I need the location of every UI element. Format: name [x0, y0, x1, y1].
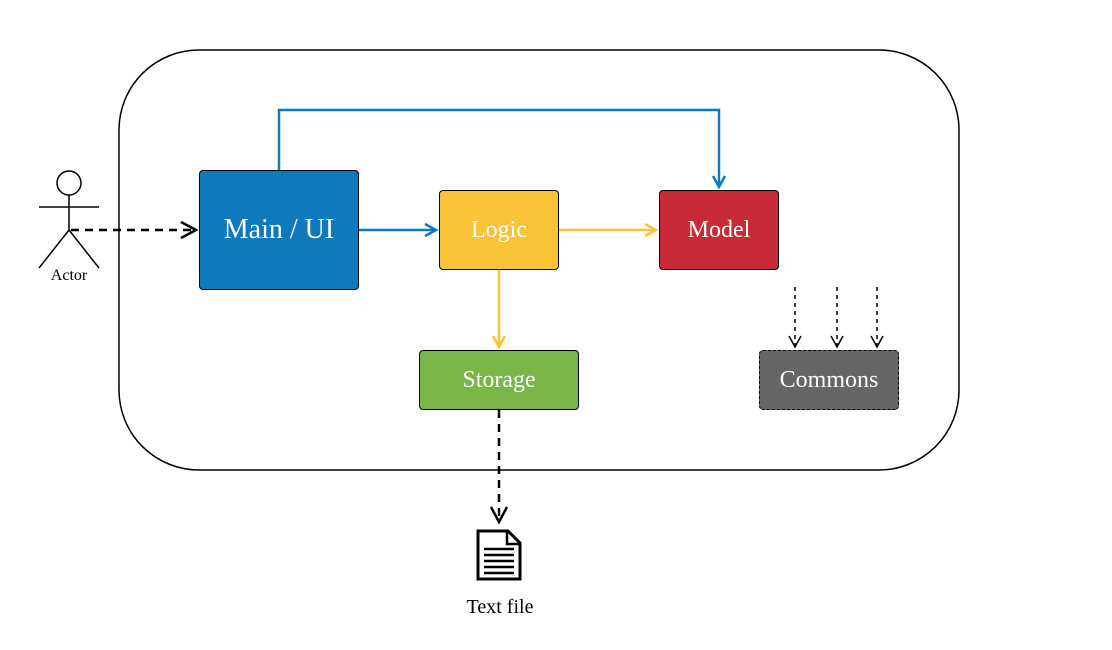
commons-component[interactable]: Commons	[759, 350, 899, 410]
actor-label: Actor	[50, 267, 88, 284]
storage-component[interactable]: Storage	[419, 350, 579, 410]
app-boundary	[118, 49, 960, 471]
commons-label: Commons	[779, 366, 879, 393]
model-label: Model	[687, 216, 751, 243]
actor-icon	[38, 170, 100, 269]
logic-label: Logic	[471, 216, 527, 243]
arrow-main-to-model	[277, 108, 719, 187]
logic-component[interactable]: Logic	[439, 190, 559, 270]
main-ui-component[interactable]: Main / UI	[199, 170, 359, 290]
document-icon	[476, 529, 522, 581]
text-file-label: Text file	[466, 596, 534, 618]
main-ui-label: Main / UI	[223, 214, 335, 245]
model-component[interactable]: Model	[659, 190, 779, 270]
storage-label: Storage	[462, 366, 536, 393]
